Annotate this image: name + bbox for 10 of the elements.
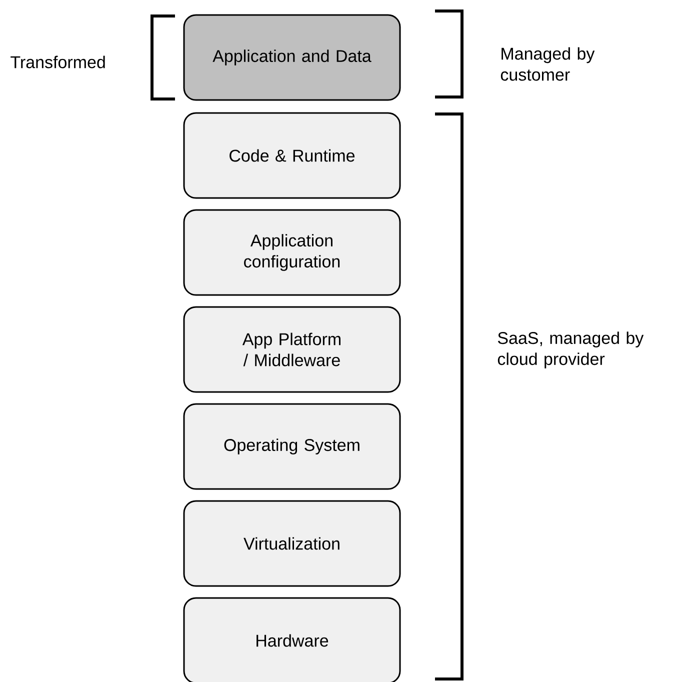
layer-box: Code & Runtime bbox=[183, 112, 401, 199]
layer-box: Hardware bbox=[183, 597, 401, 682]
side-label: SaaS, managed by cloud provider bbox=[498, 332, 644, 368]
side-label: Managed by customer bbox=[500, 47, 595, 81]
layer-box: App Platform / Middleware bbox=[183, 306, 401, 393]
layer-box: Application configuration bbox=[183, 209, 401, 296]
layer-box: Application and Data bbox=[183, 14, 401, 101]
layer-box: Virtualization bbox=[183, 500, 401, 587]
layer-box: Operating System bbox=[183, 403, 401, 490]
side-label: Transformed bbox=[10, 56, 105, 68]
